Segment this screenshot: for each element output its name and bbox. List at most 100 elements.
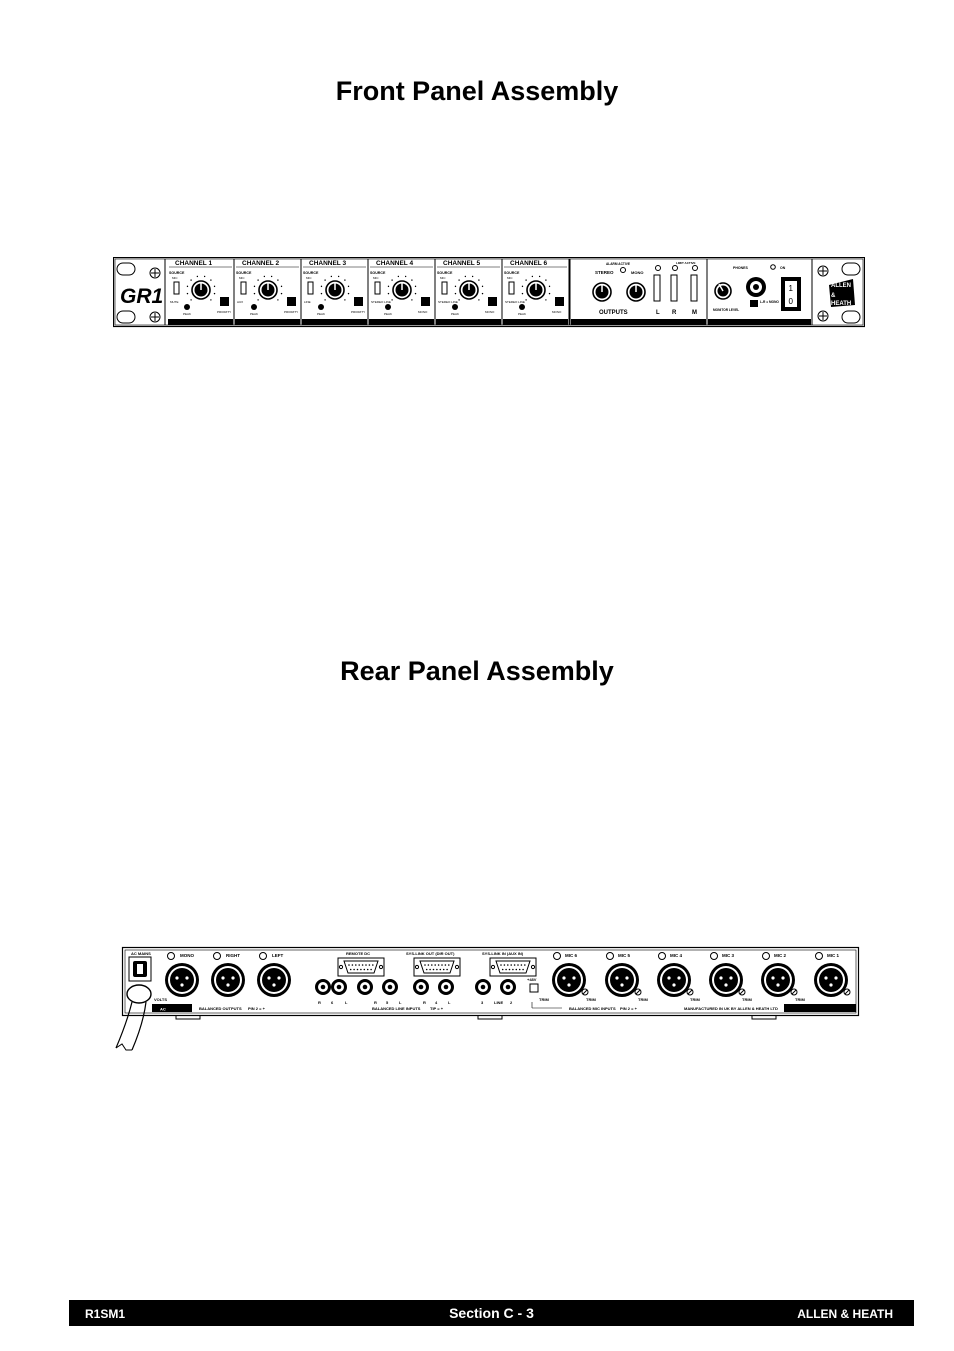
trim-label: TRIM xyxy=(742,997,752,1002)
peak-label: PEAK xyxy=(518,312,526,316)
line-input-jack-2[interactable] xyxy=(331,979,347,995)
source-switch[interactable] xyxy=(508,281,515,295)
line-input-jack-4[interactable] xyxy=(382,979,398,995)
priority-button[interactable] xyxy=(220,297,229,306)
trim-pot-4[interactable] xyxy=(686,988,694,996)
peak-led xyxy=(519,304,525,310)
outputs-section: ALARM ACTIVE STEREO MONO OUTPUTS LIMIT A… xyxy=(569,259,706,325)
mic-input-4[interactable] xyxy=(657,963,691,997)
priority-label: MONO xyxy=(485,310,495,314)
mono-label: MONO xyxy=(631,270,643,275)
line-input-label: R xyxy=(374,1000,377,1005)
alarm-active-label: ALARM ACTIVE xyxy=(606,262,630,266)
source-switch[interactable] xyxy=(374,281,381,295)
monitor-mode-label: L-R = MONO xyxy=(760,300,779,304)
balanced-mic-inputs-label: BALANCED MIC INPUTS xyxy=(569,1006,616,1011)
gain-knob[interactable] xyxy=(392,280,412,300)
mic-input-5[interactable] xyxy=(605,963,639,997)
mic-input-1[interactable] xyxy=(814,963,848,997)
phones-jack[interactable] xyxy=(746,277,766,297)
xlr-output-1[interactable] xyxy=(165,963,199,997)
peak-led xyxy=(251,304,257,310)
svg-text:1: 1 xyxy=(789,284,794,293)
source-switch[interactable] xyxy=(441,281,448,295)
meter-right xyxy=(670,274,678,302)
remote-dc-connector[interactable] xyxy=(337,957,385,977)
line-input-label: L xyxy=(345,1000,348,1005)
source-switch[interactable] xyxy=(307,281,314,295)
monitor-level-knob[interactable] xyxy=(714,282,732,300)
xlr-output-2[interactable] xyxy=(211,963,245,997)
front-panel-title: Front Panel Assembly xyxy=(335,76,619,106)
meter-label-l: L xyxy=(656,310,660,316)
line-input-jack-1[interactable] xyxy=(315,979,331,995)
source-opt-a: MIC xyxy=(306,276,312,280)
trim-pot-1[interactable] xyxy=(843,988,851,996)
mains-cable xyxy=(115,984,152,1051)
line-input-jack-8[interactable] xyxy=(500,979,516,995)
serial-plate xyxy=(784,1004,856,1012)
gain-knob[interactable] xyxy=(258,280,278,300)
line-input-jack-3[interactable] xyxy=(357,979,373,995)
channel-name: CHANNEL 1 xyxy=(175,260,212,267)
line-input-label: 6 xyxy=(331,1000,334,1005)
balanced-outputs-label: BALANCED OUTPUTS xyxy=(199,1006,242,1011)
stereo-level-knob[interactable] xyxy=(592,282,612,302)
priority-label: PRIORITY xyxy=(217,310,231,314)
line-input-label: 3 xyxy=(481,1000,484,1005)
source-opt-b: STEREO LINE xyxy=(371,300,391,304)
line-input-jack-5[interactable] xyxy=(413,979,429,995)
meter-mono xyxy=(690,274,698,302)
remote-dc-connector-label: REMOTE DC xyxy=(346,951,370,956)
peak-label: PEAK xyxy=(317,312,325,316)
trim-pot-6[interactable] xyxy=(581,988,589,996)
channel-name: CHANNEL 5 xyxy=(443,260,480,267)
trim-pot-3[interactable] xyxy=(738,988,746,996)
mic-input-6[interactable] xyxy=(552,963,586,997)
priority-label: PRIORITY xyxy=(284,310,298,314)
line-input-label: R xyxy=(318,1000,321,1005)
phones-label: PHONES xyxy=(733,266,748,270)
trim-pot-5[interactable] xyxy=(634,988,642,996)
mains-inlet[interactable]: AC MAINS VOLTS AC xyxy=(128,951,192,1012)
source-label: SOURCE xyxy=(370,271,386,275)
phantom-trim-label: TRIM xyxy=(539,997,549,1002)
priority-button[interactable] xyxy=(287,297,296,306)
xlr-output-3[interactable] xyxy=(257,963,291,997)
gain-knob[interactable] xyxy=(191,280,211,300)
line-input-jack-6[interactable] xyxy=(438,979,454,995)
phantom-switch[interactable]: +48V TRIM xyxy=(527,977,549,1002)
channel-name: CHANNEL 6 xyxy=(510,260,547,267)
priority-button[interactable] xyxy=(555,297,564,306)
source-switch[interactable] xyxy=(240,281,247,295)
mic-input-3[interactable] xyxy=(709,963,743,997)
page-footer: R1SM1 Section C - 3 ALLEN & HEATH xyxy=(69,1300,914,1326)
gain-knob[interactable] xyxy=(526,280,546,300)
priority-button[interactable] xyxy=(354,297,363,306)
priority-button[interactable] xyxy=(488,297,497,306)
source-opt-b: AUX xyxy=(237,300,243,304)
mic-input-2[interactable] xyxy=(761,963,795,997)
svg-text:ALLEN: ALLEN xyxy=(831,283,851,289)
gain-knob[interactable] xyxy=(325,280,345,300)
volts-label: VOLTS xyxy=(154,997,167,1002)
line-input-jack-7[interactable] xyxy=(475,979,491,995)
footer-section: Section C - 3 xyxy=(449,1305,534,1321)
channel-name: CHANNEL 2 xyxy=(242,260,279,267)
line-input-label: 5 xyxy=(386,1000,389,1005)
priority-button[interactable] xyxy=(421,297,430,306)
source-switch[interactable] xyxy=(173,281,180,295)
mono-switch[interactable] xyxy=(750,300,758,307)
trim-pot-2[interactable] xyxy=(790,988,798,996)
source-opt-b: LINE xyxy=(304,300,311,304)
peak-led xyxy=(385,304,391,310)
sys-link-in-connector[interactable] xyxy=(489,957,537,977)
gain-knob[interactable] xyxy=(459,280,479,300)
power-switch[interactable]: 1 0 xyxy=(781,277,801,311)
line-input-label: L xyxy=(448,1000,451,1005)
mono-level-knob[interactable] xyxy=(626,282,646,302)
gr1-logo: GR1 xyxy=(120,285,163,308)
sys-link-out-connector[interactable] xyxy=(413,957,461,977)
source-label: SOURCE xyxy=(169,271,185,275)
